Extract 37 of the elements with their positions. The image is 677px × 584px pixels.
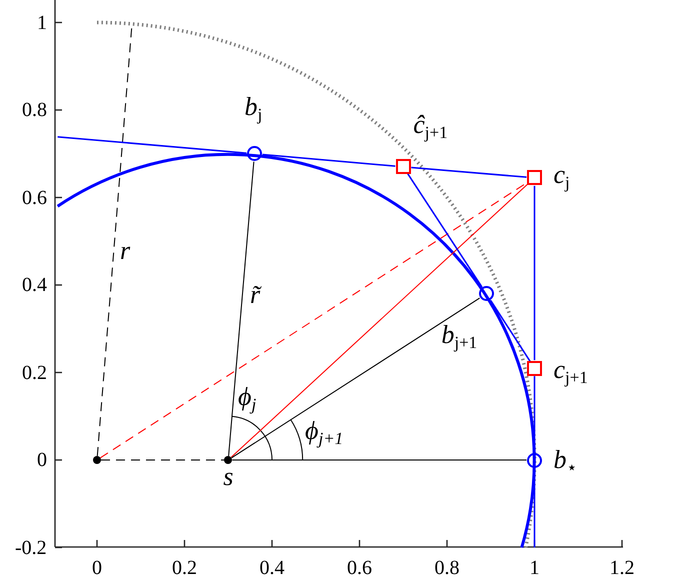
line <box>407 173 483 288</box>
tick-label: 0.6 <box>347 558 372 578</box>
tick-label: 0 <box>37 450 47 470</box>
tick-label: 0.8 <box>434 558 460 578</box>
tick-label: 0.4 <box>22 275 47 295</box>
line <box>534 376 536 452</box>
tick-label: 0.8 <box>22 100 47 120</box>
tick-label: 1 <box>37 12 47 32</box>
line <box>411 166 527 178</box>
tick-label: 0.2 <box>22 362 47 382</box>
point-label: b$_{j+1}$ <box>441 322 478 351</box>
point-label: b$_{⋆}$ <box>554 447 578 476</box>
tick-label: 0.6 <box>22 188 47 208</box>
line <box>490 300 531 362</box>
point-label: c$_{j+1}$ <box>554 357 588 386</box>
line <box>231 298 480 458</box>
math-label: ϕ$_{j}$ <box>238 384 256 413</box>
tick-label: 0.4 <box>260 558 284 578</box>
point-label: c$_{j}$ <box>554 162 570 191</box>
point-dot <box>93 456 101 464</box>
line <box>262 154 396 167</box>
line <box>58 136 247 154</box>
math-label: r̃ <box>250 282 260 308</box>
math-label: r <box>120 238 130 264</box>
tick-label: 0.2 <box>172 558 197 578</box>
line <box>534 468 536 548</box>
line <box>534 186 536 360</box>
line <box>230 182 530 458</box>
tick-label: 1 <box>530 558 540 578</box>
line <box>228 161 254 457</box>
point-label: b$_{j}$ <box>244 94 262 123</box>
tick-label: 1.2 <box>610 558 634 578</box>
tick-label: -0.2 <box>15 538 47 558</box>
point-label: s <box>223 464 234 490</box>
math-label: ϕ$_{j+1}$ <box>305 418 344 447</box>
point-label: ĉ$_{j+1}$ <box>413 112 448 141</box>
tick-label: 0 <box>92 558 102 578</box>
